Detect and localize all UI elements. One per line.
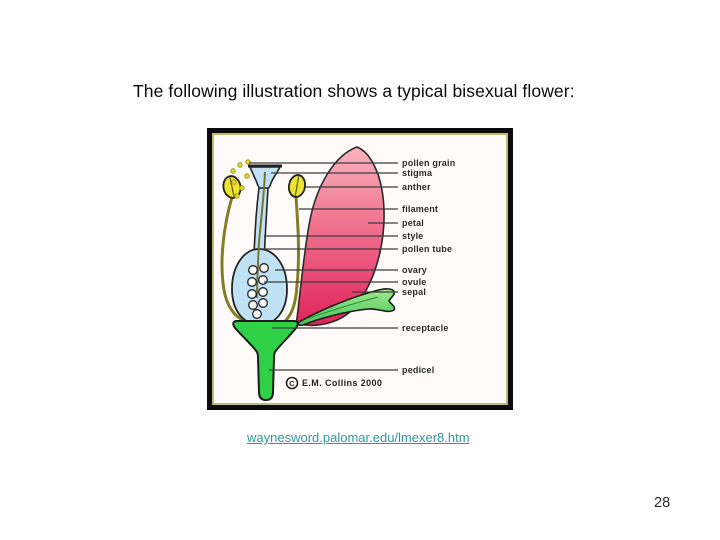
label-pedicel: pedicel: [402, 365, 434, 375]
label-ovule: ovule: [402, 277, 427, 287]
ovule-shapes: [247, 263, 269, 319]
sepal-vein-shape: [305, 296, 379, 320]
label-petal: petal: [402, 218, 424, 228]
label-receptacle: receptacle: [402, 323, 449, 333]
copyright-letter: C: [289, 379, 295, 388]
label-ovary: ovary: [402, 265, 427, 275]
anther-right-shape: [287, 174, 307, 198]
pollen-tube-shape: [256, 171, 266, 299]
label-anther: anther: [402, 182, 431, 192]
flower-diagram-svg: pollen grain stigma anther filament peta…: [220, 146, 455, 402]
credit-text: E.M. Collins 2000: [302, 378, 382, 388]
filament-shapes: [220, 195, 301, 323]
flower-diagram: pollen grain stigma anther filament peta…: [212, 133, 508, 405]
label-style: style: [402, 231, 424, 241]
flower-diagram-frame: pollen grain stigma anther filament peta…: [207, 128, 513, 410]
sepal-shape: [297, 288, 396, 327]
filament-right-shape: [284, 195, 301, 322]
label-pollen-tube: pollen tube: [402, 244, 452, 254]
label-pollen-grain: pollen grain: [402, 158, 455, 168]
slide-title: The following illustration shows a typic…: [133, 81, 575, 101]
leader-lines: [249, 162, 398, 371]
receptacle-pedicel-shape: [232, 320, 299, 402]
filament-left-shape: [220, 195, 247, 323]
source-link[interactable]: waynesword.palomar.edu/lmexer8.htm: [247, 430, 470, 445]
copyright-icon: [285, 376, 299, 390]
label-stigma: stigma: [402, 168, 433, 178]
label-filament: filament: [402, 204, 438, 214]
page-number: 28: [654, 495, 671, 511]
label-sepal: sepal: [402, 287, 426, 297]
